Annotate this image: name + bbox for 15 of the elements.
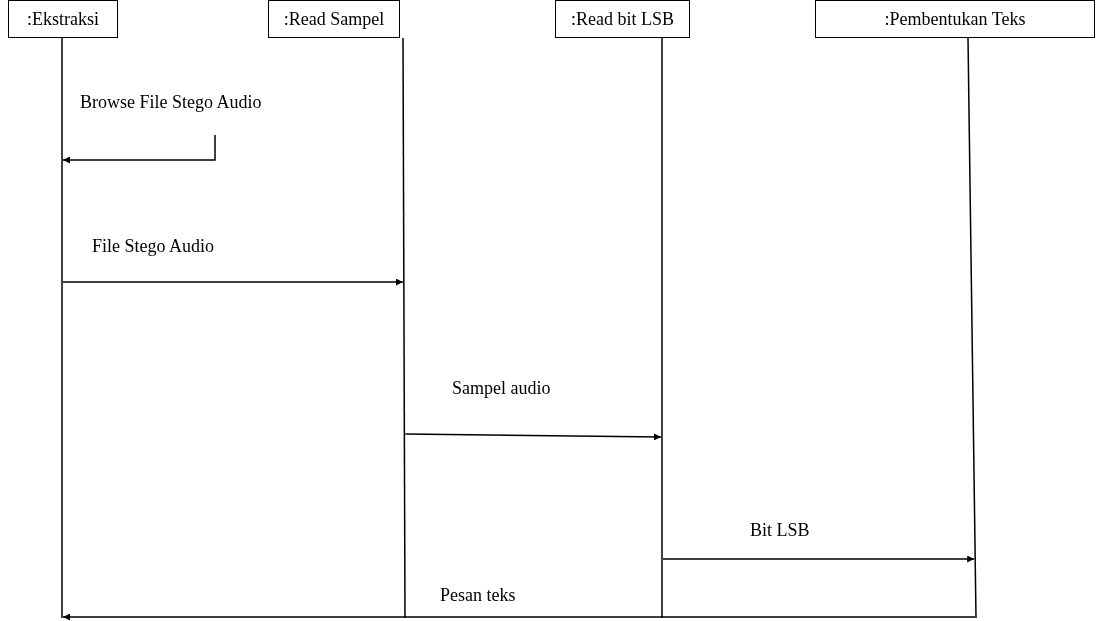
message-arrow	[662, 555, 975, 563]
lifeline	[815, 0, 1095, 619]
lifeline-header: :Pembentukan Teks	[815, 0, 1095, 38]
message-arrow	[404, 433, 662, 441]
edge-label: Sampel audio	[450, 378, 553, 399]
lifeline-header: :Read bit LSB	[555, 0, 690, 38]
message-arrow	[62, 613, 976, 621]
lifeline	[268, 0, 409, 619]
lifeline-header: :Ekstraksi	[8, 0, 118, 38]
message-arrow	[62, 278, 404, 286]
edge-label: File Stego Audio	[90, 236, 216, 257]
message-arrow	[62, 134, 216, 164]
lifeline	[555, 0, 690, 619]
edge-label: Browse File Stego Audio	[78, 92, 264, 113]
lifeline-header: :Read Sampel	[268, 0, 400, 38]
